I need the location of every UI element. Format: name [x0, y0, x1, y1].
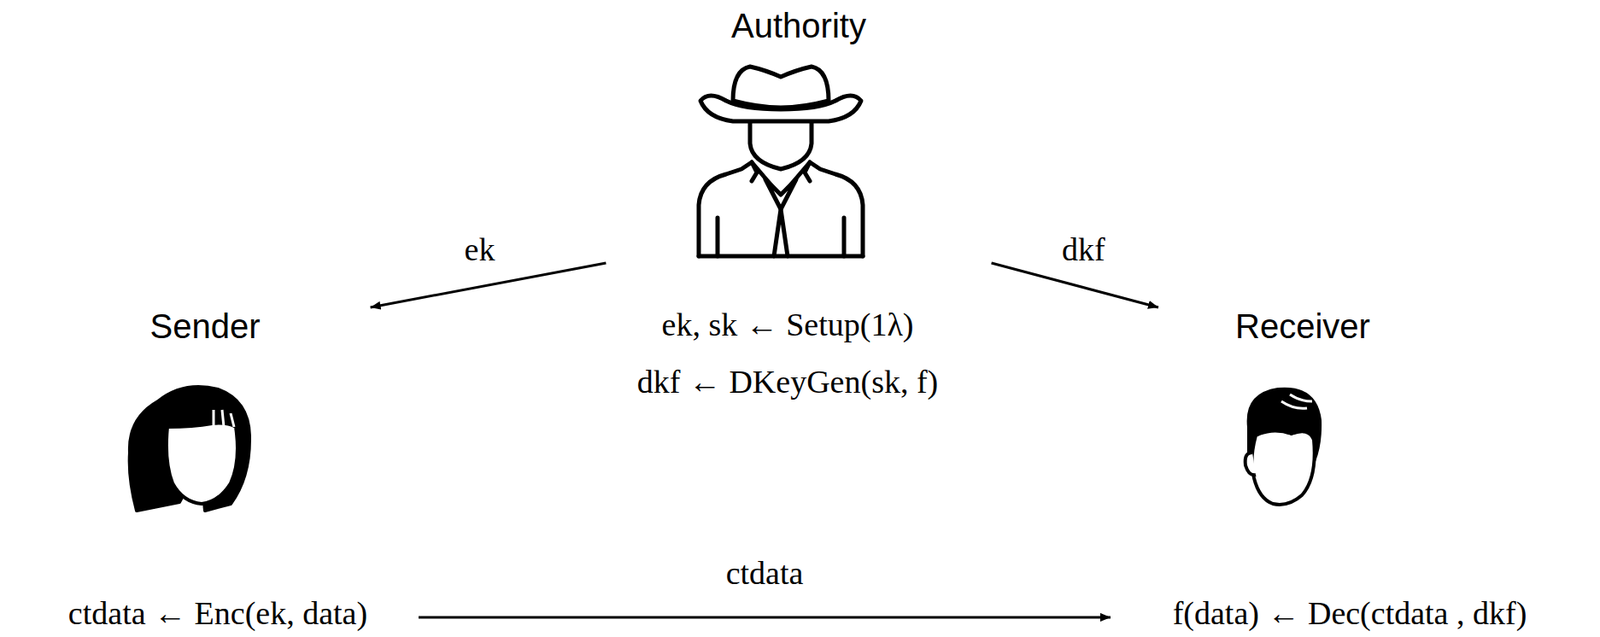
party-name: Authority — [731, 6, 867, 46]
setup-formula: ek, sk ← Setup(1λ) — [662, 305, 915, 344]
sender-figure — [129, 386, 250, 511]
edge-label: ctdata — [722, 554, 808, 592]
receiver-figure — [1245, 389, 1320, 505]
party-name: Receiver — [1235, 307, 1371, 346]
algorithm-formula: f(data) ← Dec(ctdata , dkf) — [1172, 594, 1528, 633]
edge-label: dkf — [1058, 230, 1109, 269]
party-authority: Authority — [597, 6, 1000, 264]
arrow-connector — [418, 615, 1111, 619]
party-sender: Sender ctdata ← Enc(ek, data) — [17, 307, 419, 633]
authority-figure — [698, 66, 863, 257]
algorithm-formula: ctdata ← Enc(ek, data) — [68, 594, 368, 633]
setup-formula: dkf ← DKeyGen(sk, f) — [637, 363, 938, 401]
edge-label: ek — [461, 230, 499, 269]
arrow-connector — [370, 263, 607, 308]
arrow-connector — [991, 263, 1159, 308]
party-receiver: Receiver f(data) ← Dec(ctdata , dkf) — [1110, 307, 1589, 633]
party-name: Sender — [150, 307, 261, 346]
